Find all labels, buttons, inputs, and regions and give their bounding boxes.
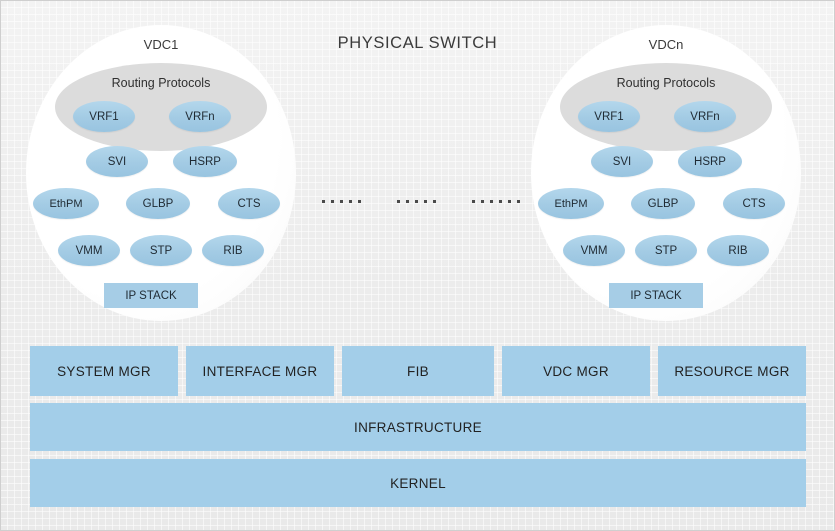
node-ethpm-vdc1[interactable]: EthPM [33, 188, 99, 219]
ellipsis-dot [517, 200, 520, 203]
node-glbp-vdcn[interactable]: GLBP [631, 188, 695, 219]
bar-interface-mgr[interactable]: INTERFACE MGR [186, 346, 334, 396]
node-ethpm-vdcn[interactable]: EthPM [538, 188, 604, 219]
ellipsis-dot [322, 200, 325, 203]
node-vrf1-vdcn[interactable]: VRF1 [578, 101, 640, 132]
node-vmm-vdcn[interactable]: VMM [563, 235, 625, 266]
node-hsrp-vdc1[interactable]: HSRP [173, 146, 237, 177]
node-vrfn-vdcn[interactable]: VRFn [674, 101, 736, 132]
ellipsis-dot [508, 200, 511, 203]
bar-fib[interactable]: FIB [342, 346, 494, 396]
ellipsis-dot [331, 200, 334, 203]
routing-protocols-group-vdcn: Routing Protocols VRF1 VRFn [560, 63, 772, 151]
routing-protocols-label-vdcn: Routing Protocols [616, 76, 716, 90]
node-cts-vdc1[interactable]: CTS [218, 188, 280, 219]
vdc-label-vdcn: VDCn [648, 37, 684, 52]
bar-vdc-mgr[interactable]: VDC MGR [502, 346, 650, 396]
ellipsis-dot [397, 200, 400, 203]
routing-protocols-group-vdc1: Routing Protocols VRF1 VRFn [55, 63, 267, 151]
ip-stack-vdcn[interactable]: IP STACK [609, 283, 703, 308]
node-rib-vdcn[interactable]: RIB [707, 235, 769, 266]
ellipsis-dot [499, 200, 502, 203]
node-svi-vdcn[interactable]: SVI [591, 146, 653, 177]
bar-resource-mgr[interactable]: RESOURCE MGR [658, 346, 806, 396]
ellipsis-group-1 [322, 200, 361, 203]
ellipsis-dot [490, 200, 493, 203]
bar-infrastructure[interactable]: INFRASTRUCTURE [30, 403, 806, 451]
node-cts-vdcn[interactable]: CTS [723, 188, 785, 219]
node-stp-vdc1[interactable]: STP [130, 235, 192, 266]
ellipsis-group-3 [472, 200, 520, 203]
ellipsis-dot [472, 200, 475, 203]
ellipsis-dot [415, 200, 418, 203]
ellipsis-dot [358, 200, 361, 203]
vdc-label-vdc1: VDC1 [143, 37, 179, 52]
routing-protocols-label-vdc1: Routing Protocols [111, 76, 211, 90]
ellipsis-group-2 [397, 200, 436, 203]
node-rib-vdc1[interactable]: RIB [202, 235, 264, 266]
vdc-container-vdc1: VDC1 Routing Protocols VRF1 VRFn SVI HSR… [26, 25, 296, 321]
ellipsis-dot [340, 200, 343, 203]
node-stp-vdcn[interactable]: STP [635, 235, 697, 266]
physical-switch-title: PHYSICAL SWITCH [337, 34, 498, 52]
ip-stack-vdc1[interactable]: IP STACK [104, 283, 198, 308]
node-vrfn-vdc1[interactable]: VRFn [169, 101, 231, 132]
ellipsis-dot [406, 200, 409, 203]
node-hsrp-vdcn[interactable]: HSRP [678, 146, 742, 177]
node-vrf1-vdc1[interactable]: VRF1 [73, 101, 135, 132]
bar-system-mgr[interactable]: SYSTEM MGR [30, 346, 178, 396]
node-svi-vdc1[interactable]: SVI [86, 146, 148, 177]
node-glbp-vdc1[interactable]: GLBP [126, 188, 190, 219]
vdc-container-vdcn: VDCn Routing Protocols VRF1 VRFn SVI HSR… [531, 25, 801, 321]
ellipsis-dot [349, 200, 352, 203]
ellipsis-dot [433, 200, 436, 203]
node-vmm-vdc1[interactable]: VMM [58, 235, 120, 266]
bar-kernel[interactable]: KERNEL [30, 459, 806, 507]
ellipsis-dot [481, 200, 484, 203]
ellipsis-dot [424, 200, 427, 203]
